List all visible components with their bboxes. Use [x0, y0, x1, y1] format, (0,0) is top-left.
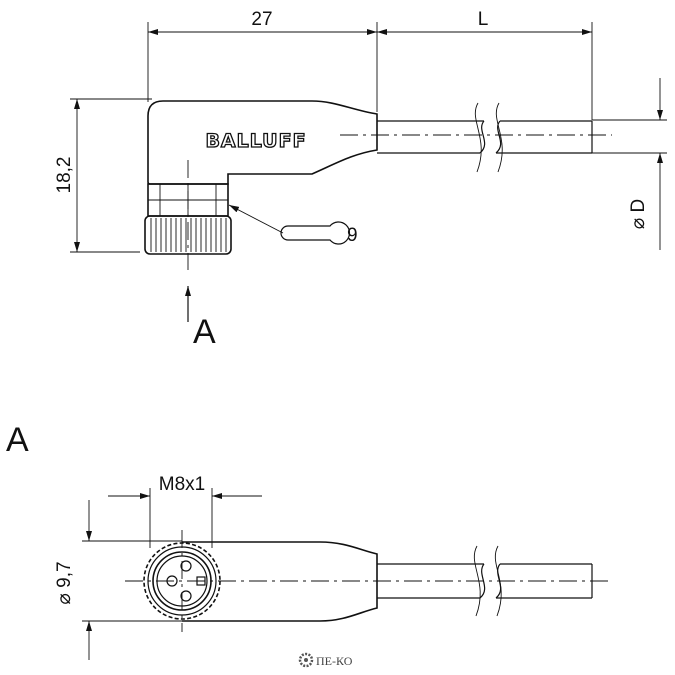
dimension-diameter-9-7: ⌀ 9,7: [54, 500, 182, 660]
dimension-diameter-d: ⌀ D: [592, 78, 667, 250]
dimension-diameter-d-label: ⌀ D: [628, 199, 649, 229]
dimension-diameter-9-7-label: ⌀ 9,7: [54, 561, 75, 604]
watermark-text: ПЕ-КО: [316, 654, 353, 668]
dimension-18-2: 18,2: [54, 99, 80, 252]
dimension-l: L: [377, 9, 592, 35]
top-view: 27 L 18,2 BALLUFF: [54, 9, 667, 351]
dimension-m8x1-label: M8x1: [159, 474, 205, 495]
dimension-27-label: 27: [251, 9, 272, 30]
wrench-icon: [280, 221, 351, 245]
section-view-a: A M8x1 ⌀ 9,7: [6, 421, 612, 660]
coding-key: [196, 576, 206, 586]
dimension-m8x1: M8x1: [108, 474, 262, 548]
wrench-size-label: 9: [347, 225, 358, 246]
view-arrow-a: A: [185, 286, 216, 351]
pin-2: [166, 575, 178, 587]
pin-1: [180, 560, 192, 572]
pin-3: [180, 590, 192, 602]
dimension-l-label: L: [478, 9, 489, 30]
section-view-title: A: [6, 421, 29, 459]
watermark: ПЕ-КО: [298, 652, 353, 668]
section-cable: [377, 545, 593, 617]
cable: [377, 102, 593, 173]
dimension-27: 27: [148, 9, 377, 35]
brand-logo: BALLUFF: [205, 130, 306, 152]
view-arrow-a-label: A: [193, 313, 216, 351]
gear-icon: [298, 652, 314, 668]
dimension-18-2-label: 18,2: [54, 157, 75, 194]
wrench-callout: 9: [228, 204, 358, 246]
